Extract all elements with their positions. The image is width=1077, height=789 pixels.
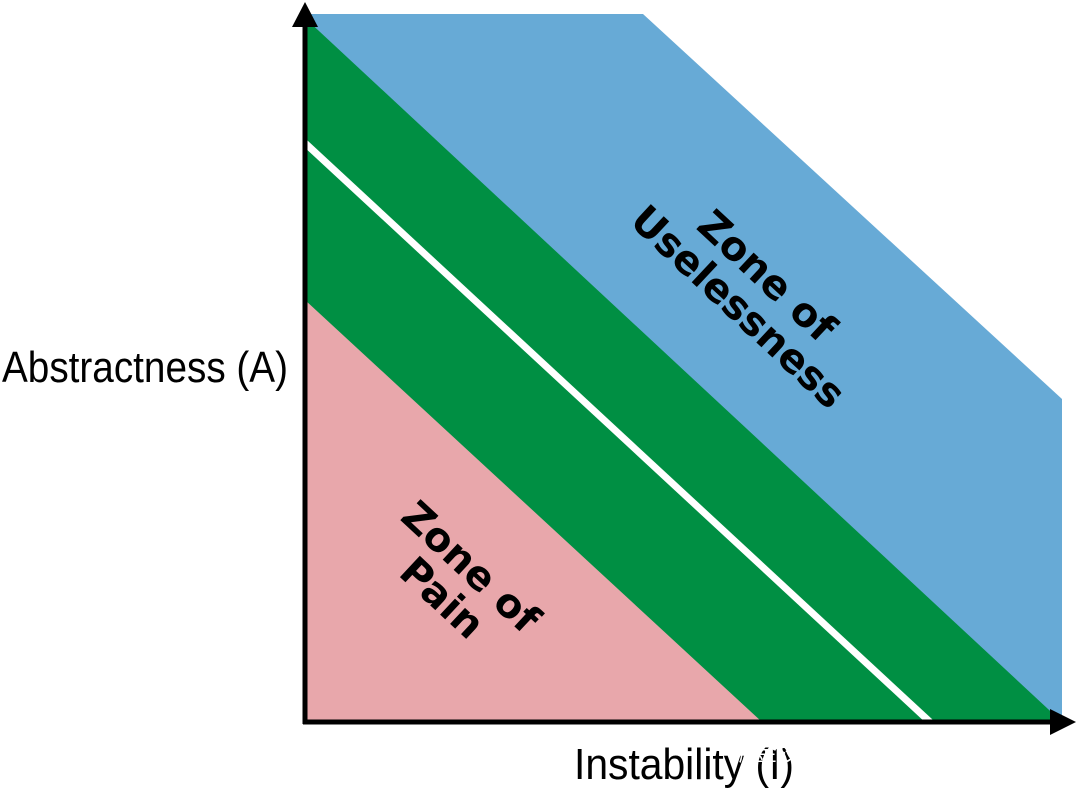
y-axis-label: Abstractness (A) <box>2 343 288 392</box>
main-sequence-line <box>302 140 933 725</box>
x-axis-label: Instability (I) <box>574 740 794 789</box>
watermark: 掘金技术社区 @ 数据智能老司机 <box>733 742 1055 767</box>
x-axis-arrowhead <box>1050 709 1076 735</box>
zone-of-pain-region <box>305 300 762 722</box>
y-axis-arrowhead <box>292 2 318 27</box>
